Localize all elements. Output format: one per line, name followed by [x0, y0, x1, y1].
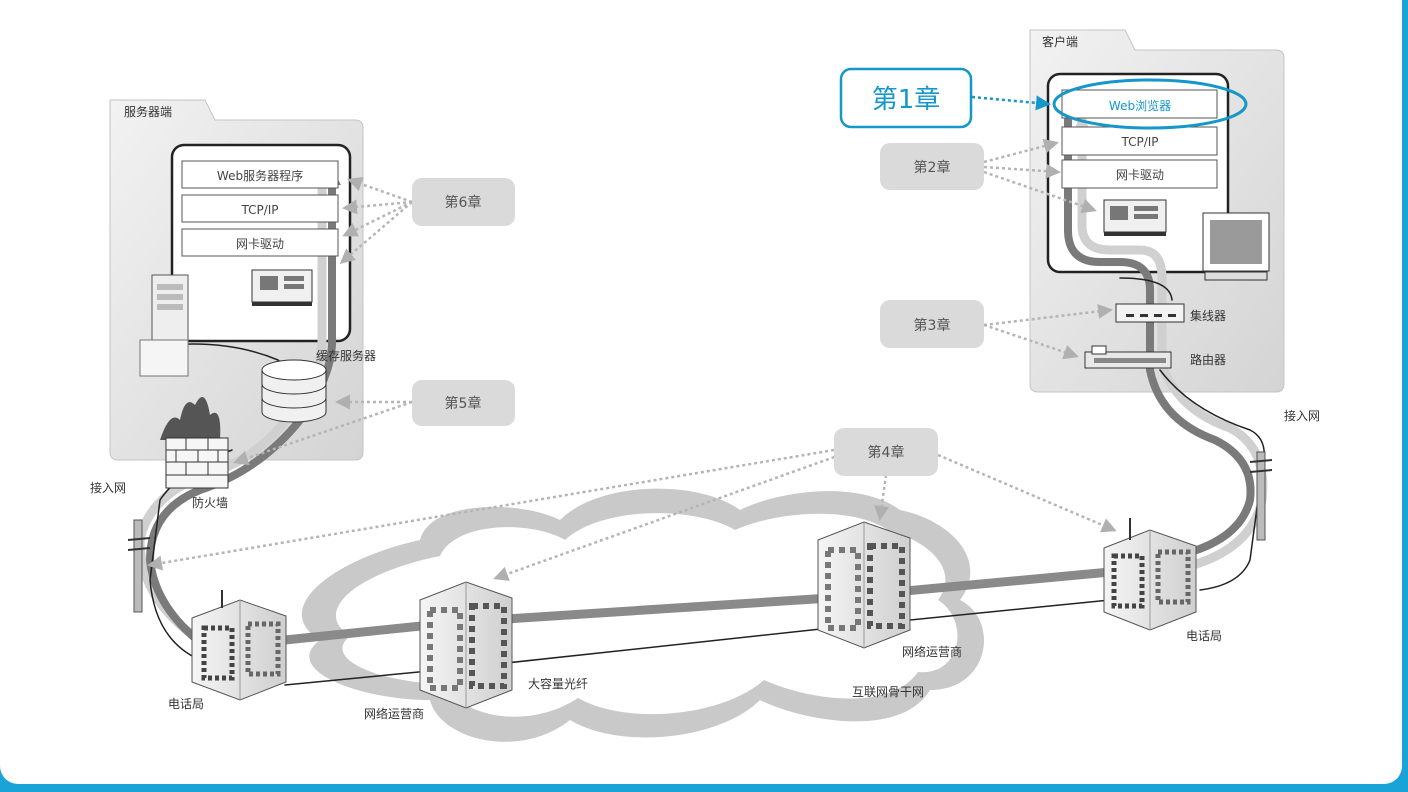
browser-highlight-ellipse	[1052, 78, 1248, 130]
server-tower-icon	[139, 274, 189, 377]
chapter-1-label: 第1章	[872, 85, 941, 115]
chapter-6-label: 第6章	[445, 194, 482, 211]
right-phone-office-label: 电话局	[1186, 629, 1222, 643]
chapter-3-box[interactable]: 第3章	[880, 300, 984, 348]
router-label: 路由器	[1190, 352, 1226, 367]
server-side-title: 服务器端	[124, 104, 172, 119]
server-nic-card-icon	[251, 269, 313, 306]
server-stack: Web服务器程序 TCP/IP 网卡驱动	[181, 160, 339, 257]
left-phone-office-icon	[191, 590, 287, 701]
chapter1-arrow	[971, 95, 1051, 111]
client-tcpip-label: TCP/IP	[1120, 135, 1158, 149]
left-pole-icon	[127, 519, 151, 613]
client-monitor-icon	[1202, 212, 1270, 281]
chapter-arrows	[147, 138, 1117, 582]
left-isp-label: 网络运营商	[364, 706, 424, 721]
chapter-1-box[interactable]: 第1章	[839, 67, 973, 129]
chapter-2-box[interactable]: 第2章	[880, 143, 984, 190]
server-nic-driver-label: 网卡驱动	[236, 237, 284, 251]
client-side-title: 客户端	[1042, 34, 1078, 49]
cache-server-label: 缓存服务器	[316, 348, 376, 363]
chapter-6-box[interactable]: 第6章	[412, 178, 515, 226]
chapter-4-label: 第4章	[868, 444, 905, 461]
right-pole-icon	[1249, 451, 1273, 541]
left-phone-office-label: 电话局	[168, 697, 204, 711]
hub-label: 集线器	[1190, 308, 1226, 323]
client-stack: Web浏览器 TCP/IP 网卡驱动	[1052, 78, 1248, 189]
client-access-network-label: 接入网	[1284, 408, 1320, 423]
right-phone-office-icon	[1103, 518, 1197, 631]
firewall-label: 防火墙	[192, 495, 228, 510]
chapter-5-label: 第5章	[445, 395, 482, 412]
right-isp-building-icon	[817, 521, 911, 649]
server-app-label: Web服务器程序	[217, 168, 303, 183]
router-icon	[1084, 345, 1172, 369]
right-isp-label: 网络运营商	[902, 644, 962, 659]
left-isp-building-icon	[419, 581, 513, 709]
chapter-2-label: 第2章	[914, 159, 951, 176]
firewall-icon	[160, 397, 229, 489]
client-nic-card-icon	[1103, 199, 1167, 236]
client-browser-label: Web浏览器	[1109, 98, 1171, 113]
chapter-4-box[interactable]: 第4章	[834, 428, 938, 476]
cache-server-icon	[261, 359, 327, 423]
fiber-label: 大容量光纤	[528, 676, 588, 691]
hub-icon	[1115, 303, 1185, 323]
chapter-3-label: 第3章	[914, 317, 951, 334]
server-tcpip-label: TCP/IP	[240, 203, 278, 217]
server-access-network-label: 接入网	[90, 480, 126, 495]
client-nic-driver-label: 网卡驱动	[1116, 168, 1164, 182]
backbone-label: 互联网骨干网	[852, 685, 924, 699]
chapter-5-box[interactable]: 第5章	[412, 380, 515, 426]
